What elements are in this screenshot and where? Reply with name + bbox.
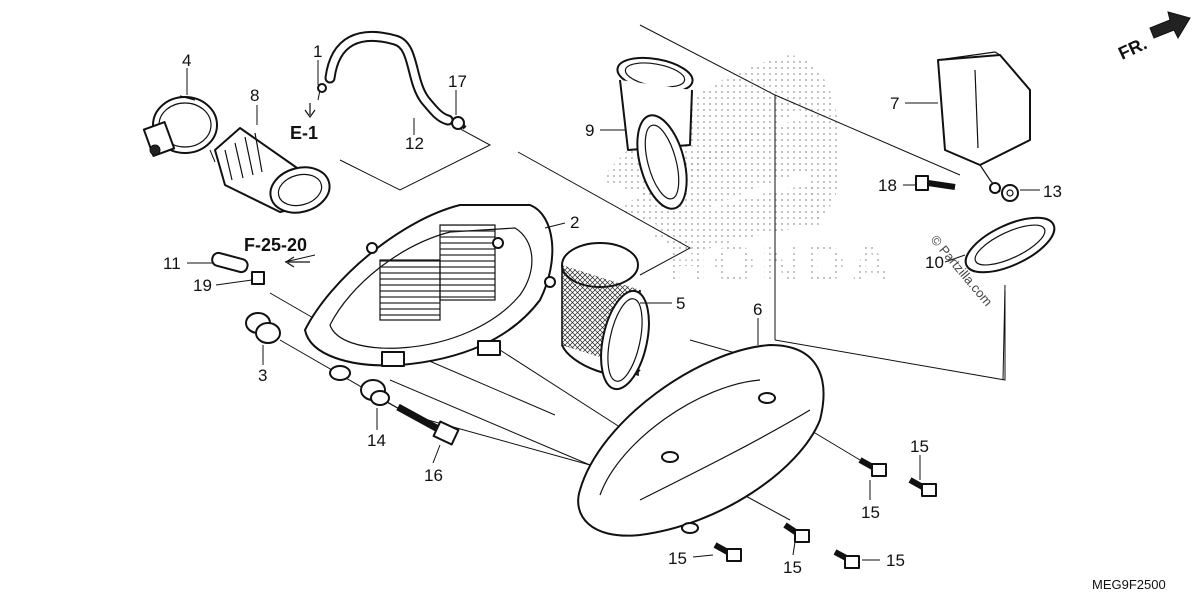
part-7-air-scoop [937,51,1031,194]
label-part-15-a: 15 [910,437,929,456]
reference-f-25-20: F-25-20 [244,235,307,255]
part-11-tube-plug [211,251,249,274]
part-6-air-cleaner-cover [577,344,825,537]
part-3-grommet [245,312,281,344]
part-15-screw-e [833,549,860,569]
label-part-19: 19 [193,276,212,295]
part-13-nut [1001,184,1019,202]
reference-f-25-20-arrow [284,256,310,268]
label-part-7: 7 [890,94,899,113]
label-part-13: 13 [1043,182,1062,201]
part-19-clip [251,271,265,285]
label-part-15-e: 15 [886,551,905,570]
diagram-code: MEG9F2500 [1092,577,1166,592]
label-part-18: 18 [878,176,897,195]
label-part-16: 16 [424,466,443,485]
label-part-6: 6 [753,300,762,319]
part-16-bolt [396,403,460,446]
part-15-screw-b [908,477,937,497]
honda-logo-text: HONDA [668,234,896,294]
label-part-4: 4 [182,51,191,70]
part-17-clamp [451,116,465,130]
label-part-15-b: 15 [861,503,880,522]
part-18-bolt [915,175,956,191]
reference-e1-arrow [304,103,316,119]
front-direction-label: FR. [1115,33,1150,63]
label-part-17: 17 [448,72,467,91]
label-part-5: 5 [676,294,685,313]
label-part-10: 10 [925,253,944,272]
label-part-15-c: 15 [668,549,687,568]
label-part-2: 2 [570,213,579,232]
label-part-14: 14 [367,431,386,450]
part-15-screw-c [713,542,742,562]
part-9-intake-duct [616,56,694,210]
part-15-screw-a [858,457,887,477]
label-part-15-d: 15 [783,558,802,577]
part-12-breather-tube [317,30,467,130]
reference-e1: E-1 [290,123,318,143]
part-5-air-filter [561,242,650,391]
label-part-11: 11 [163,254,181,273]
front-direction-arrow: FR. [1115,11,1191,64]
label-part-8: 8 [250,86,259,105]
part-4-hose-clamp [142,95,218,157]
part-14-grommet [360,379,390,406]
label-part-3: 3 [258,366,267,385]
part-8-intake-boot [214,127,331,214]
label-part-12: 12 [405,134,424,153]
part-10-seal [964,216,1056,274]
label-part-9: 9 [585,121,594,140]
part-15-screw-d [783,522,810,543]
part-2-air-cleaner-housing [304,204,556,381]
leader-ticks [186,60,1040,561]
label-part-1: 1 [313,42,322,61]
